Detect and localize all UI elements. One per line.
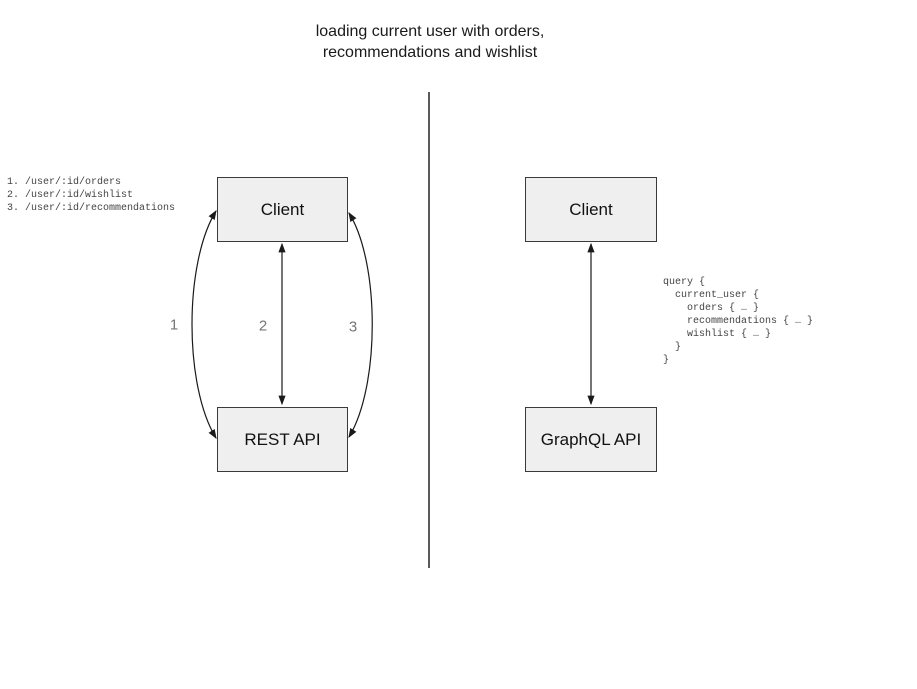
graphql-api-node-label: GraphQL API	[540, 429, 642, 449]
query-line: wishlist { … }	[663, 329, 772, 340]
client-node-graphql: Client	[525, 177, 657, 242]
arrow-label-3: 3	[348, 318, 358, 336]
arrow-label-2: 2	[258, 317, 268, 335]
query-line: }	[663, 355, 670, 366]
rest-api-node: REST API	[217, 407, 348, 472]
query-line: query {	[663, 277, 706, 288]
rest-endpoint-item: 1. /user/:id/orders	[7, 177, 122, 188]
panel-divider-line	[428, 92, 430, 568]
client-node-graphql-label: Client	[569, 199, 613, 219]
client-node-rest: Client	[217, 177, 348, 242]
query-line: current_user {	[663, 290, 760, 301]
graphql-query-snippet: query { current_user { orders { … } reco…	[663, 276, 813, 367]
graphql-api-node: GraphQL API	[525, 407, 657, 472]
client-node-rest-label: Client	[260, 199, 305, 219]
rest-endpoint-list: 1. /user/:id/orders 2. /user/:id/wishlis…	[7, 176, 175, 215]
rest-api-node-label: REST API	[244, 429, 321, 449]
rest-request-arrow-1	[191, 209, 217, 440]
diagram-title: loading current user with orders, recomm…	[315, 23, 545, 61]
arrow-label-1: 1	[169, 316, 179, 334]
rest-endpoint-item: 2. /user/:id/wishlist	[7, 190, 134, 201]
rest-endpoint-item: 3. /user/:id/recommendations	[7, 203, 176, 214]
query-line: recommendations { … }	[663, 316, 814, 327]
query-line: }	[663, 342, 682, 353]
query-line: orders { … }	[663, 303, 760, 314]
